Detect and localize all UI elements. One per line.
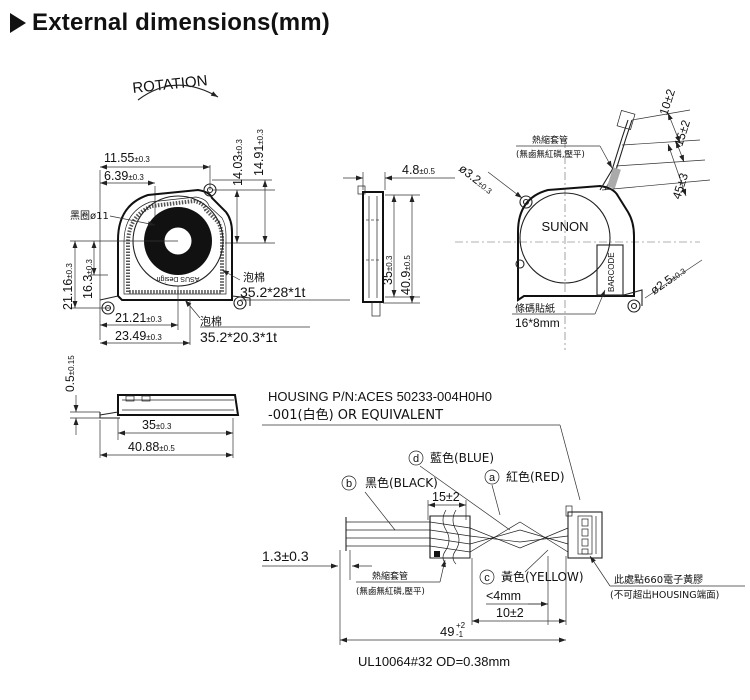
dim-45-3: 45±3 — [670, 171, 692, 201]
svg-text:d: d — [413, 453, 419, 465]
foam1-label: 泡棉 — [243, 270, 265, 284]
front-view: ROTATION 11.55±0.3 6.39±0.3 14.03±0.3 14… — [61, 72, 350, 346]
dim-35-bottom: 35±0.3 — [142, 418, 172, 432]
rear-connector — [616, 109, 636, 131]
dim-15-wire: 15±2 — [432, 490, 460, 504]
bottom-view: 0.5±0.15 35±0.3 40.88±0.5 — [63, 355, 240, 458]
page-title-text: External dimensions(mm) — [32, 9, 331, 36]
dim-14-03: 14.03±0.3 — [231, 139, 245, 186]
dim-6-39: 6.39±0.3 — [104, 169, 144, 183]
fan-logo-text: ASUS Design — [156, 275, 199, 282]
wire-yellow-label: 黃色(YELLOW) — [501, 570, 584, 584]
dim-40-9: 40.9±0.5 — [399, 255, 413, 295]
marker-c-icon — [479, 569, 495, 585]
wire-sleeve-note: (無鹵無紅磷,壓平) — [356, 586, 425, 597]
wire-red-label: 紅色(RED) — [506, 470, 565, 484]
dim-21-16: 21.16±0.3 — [61, 263, 75, 310]
glue-note: (不可超出HOUSING端面) — [610, 589, 719, 601]
housing-pn: HOUSING P/N:ACES 50233-004H0H0 — [268, 389, 492, 404]
marker-d-icon — [408, 450, 424, 466]
rear-sleeve-label: 熱縮套管 — [532, 134, 568, 146]
rotation-label: ROTATION — [132, 72, 209, 97]
hole-3-2: ø3.2±0.3 — [456, 161, 496, 197]
svg-text:b: b — [346, 478, 352, 490]
dim-16-3: 16.3±0.3 — [81, 259, 95, 299]
svg-text:a: a — [489, 472, 496, 484]
glue-label: 此處點660電子黃膠 — [614, 573, 703, 586]
housing-equivalent: -001(白色) OR EQUIVALENT — [268, 407, 443, 423]
sticker-label: 條碼貼紙 — [515, 302, 555, 315]
wire-blue-label: 藍色(BLUE) — [430, 451, 494, 465]
dim-15-2: 15±2 — [672, 118, 694, 148]
dim-0-5: 0.5±0.15 — [63, 355, 77, 392]
dim-lt-4mm: <4mm — [486, 589, 521, 603]
dim-35-side: 35±0.3 — [381, 255, 395, 285]
dim-49-tol-up: +2 — [456, 621, 466, 630]
brand-text: SUNON — [542, 219, 589, 234]
wiring-diagram: HOUSING P/N:ACES 50233-004H0H0 -001(白色) … — [262, 389, 745, 669]
foam2-size: 35.2*20.3*1t — [200, 329, 277, 345]
rotation-arrow-icon — [137, 84, 219, 101]
dim-49-tol-dn: -1 — [456, 630, 464, 639]
wire-black-label: 黑色(BLACK) — [365, 476, 438, 490]
marker-a-icon — [484, 469, 500, 485]
wire-bundle — [345, 509, 569, 565]
connector-housing — [565, 505, 603, 559]
foam1-size: 35.2*28*1t — [240, 284, 306, 300]
rear-view: SUNON BARCODE 10±2 15±2 45±3 熱縮套管 (無鹵無紅磷… — [455, 87, 711, 350]
cable-spec: UL10064#32 OD=0.38mm — [358, 654, 510, 669]
rear-housing — [517, 184, 635, 302]
hub-label: 黑圈ø11 — [70, 210, 109, 222]
side-view: 4.8±0.5 35±0.3 40.9±0.5 — [343, 163, 455, 317]
dim-10-wire: 10±2 — [496, 606, 524, 620]
dim-11-55: 11.55±0.3 — [104, 151, 150, 165]
dim-4-8: 4.8±0.5 — [402, 163, 435, 177]
page-title: External dimensions(mm) — [10, 8, 330, 38]
title-bullet-icon — [10, 13, 26, 33]
dim-21-21: 21.21±0.3 — [115, 311, 162, 325]
sticker-size: 16*8mm — [515, 316, 560, 330]
dim-40-88: 40.88±0.5 — [128, 440, 175, 454]
barcode-label — [596, 244, 624, 296]
dim-1-3: 1.3±0.3 — [262, 548, 309, 564]
dim-49: 49 — [440, 624, 454, 639]
dim-14-91: 14.91±0.3 — [252, 129, 266, 176]
wire-sleeve-label: 熱縮套管 — [372, 570, 408, 582]
rear-sleeve-note: (無鹵無紅磷,壓平) — [516, 149, 585, 160]
svg-text:c: c — [484, 572, 490, 584]
foam2-label: 泡棉 — [200, 314, 222, 328]
side-body — [362, 191, 384, 303]
barcode-text: BARCODE — [607, 252, 616, 292]
marker-b-icon — [341, 475, 357, 491]
dim-23-49: 23.49±0.3 — [115, 329, 162, 343]
bottom-body — [117, 394, 240, 416]
front-housing — [117, 188, 233, 301]
